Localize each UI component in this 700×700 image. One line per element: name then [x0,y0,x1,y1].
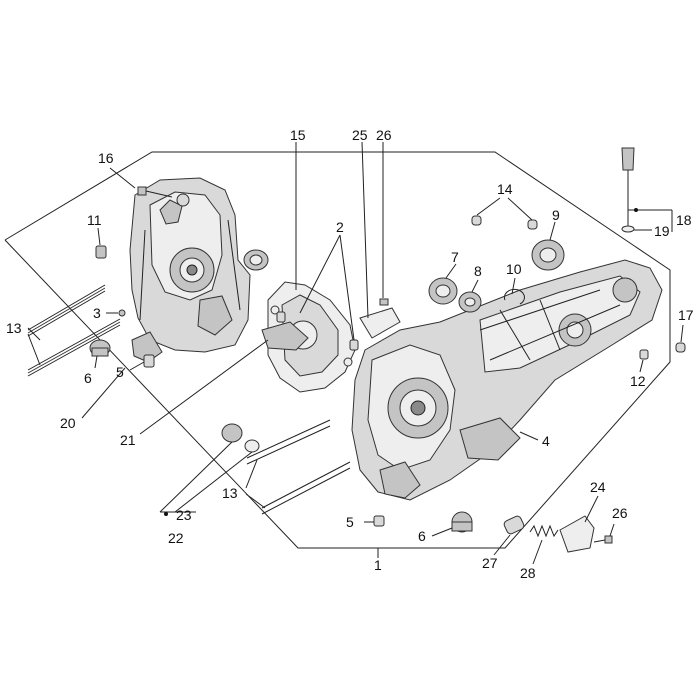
studs-13-left [27,284,121,377]
oil-dipstick [621,147,635,233]
screw-11 [95,245,107,259]
seal-plate [261,321,309,351]
spring-28 [529,524,559,538]
label-1: 1 [374,557,382,573]
label-13-bottom: 13 [222,485,238,501]
marker-dot-23 [164,512,168,516]
studs-13-bottom [246,419,351,515]
label-28: 28 [520,565,536,581]
plug-17 [675,342,686,353]
label-14: 14 [497,181,513,197]
label-15: 15 [290,127,306,143]
label-5-left: 5 [116,364,124,380]
label-17: 17 [678,307,694,323]
dowel-12 [639,349,649,360]
label-7: 7 [451,249,459,265]
marker-dot-18 [634,208,638,212]
bearing-left-case [243,249,269,271]
label-19: 19 [654,223,670,239]
label-26-top: 26 [376,127,392,143]
dowel-pins [276,311,359,351]
bearing-8 [458,291,482,313]
label-12: 12 [630,373,646,389]
dowel-5-bottom [373,515,385,527]
label-23: 23 [176,507,192,523]
label-4: 4 [542,433,550,449]
label-3: 3 [93,305,101,321]
label-6-bottom: 6 [418,528,426,544]
label-13-left: 13 [6,320,22,336]
label-24: 24 [590,479,606,495]
label-2: 2 [336,219,344,235]
bolt-16 [137,186,173,198]
bushing-6-bottom [451,511,473,533]
circlip-10 [503,288,525,305]
label-18: 18 [676,212,692,228]
pin-27 [503,515,525,535]
right-crankcase-half [351,259,663,501]
label-25: 25 [352,127,368,143]
bearing-7 [428,277,458,305]
left-crankcase-half [129,177,251,363]
label-11: 11 [87,212,102,228]
drain-plug-23 [221,423,260,453]
dowels-14 [471,215,538,230]
bearing-9 [531,239,565,271]
label-22: 22 [168,530,184,546]
bracket-24 [559,515,595,553]
label-5-bottom: 5 [346,514,354,530]
label-20: 20 [60,415,76,431]
dowel-5-left [143,354,155,368]
label-27: 27 [482,555,498,571]
label-21: 21 [120,432,136,448]
label-8: 8 [474,263,482,279]
label-6-left: 6 [84,370,92,386]
bushing-6-left [89,339,111,357]
label-10: 10 [506,261,522,277]
bracket-25 [359,298,401,339]
label-9: 9 [552,207,560,223]
bolt-3 [118,309,126,317]
part-labels: 16 11 3 13 6 5 15 2 25 26 14 9 7 8 10 18… [6,127,694,581]
bolt-26-bottom [593,535,613,544]
assembly-outline [4,151,671,549]
label-26-bottom: 26 [612,505,628,521]
label-16: 16 [98,150,114,166]
